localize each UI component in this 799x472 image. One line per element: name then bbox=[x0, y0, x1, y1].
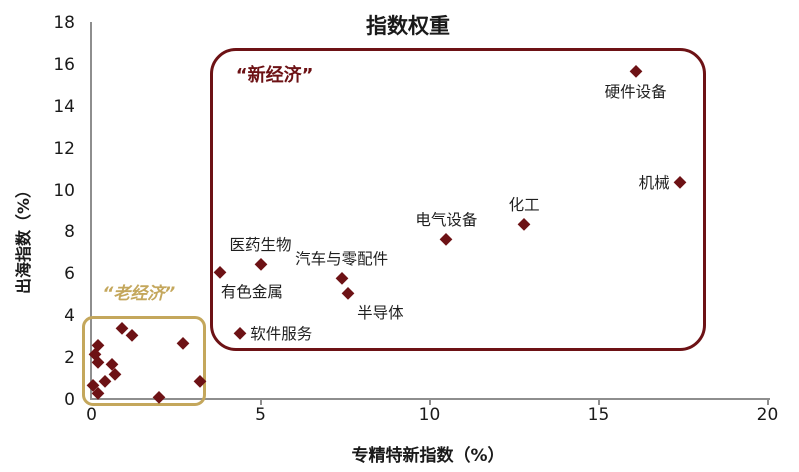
x-axis-line bbox=[91, 398, 770, 400]
y-tick-label: 0 bbox=[64, 389, 75, 410]
y-tick-label: 12 bbox=[53, 138, 75, 159]
x-tick-mark bbox=[766, 400, 769, 405]
new-economy-box bbox=[209, 48, 706, 352]
y-tick-label: 6 bbox=[64, 264, 75, 285]
point-label: 机械 bbox=[638, 174, 670, 193]
point-label: 医药生物 bbox=[229, 235, 292, 254]
old-economy-box bbox=[82, 315, 207, 407]
x-axis-title: 专精特新指数（%） bbox=[351, 446, 505, 466]
x-tick-label: 0 bbox=[86, 405, 97, 425]
x-tick-mark bbox=[428, 400, 431, 405]
y-tick-label: 10 bbox=[53, 180, 75, 201]
chart-title: 指数权重 bbox=[366, 14, 450, 38]
y-tick-label: 2 bbox=[64, 347, 75, 368]
x-tick-label: 15 bbox=[587, 405, 610, 425]
y-axis-line bbox=[90, 22, 92, 400]
x-tick-label: 10 bbox=[418, 405, 441, 425]
y-tick-label: 16 bbox=[53, 55, 75, 76]
point-label: 有色金属 bbox=[220, 283, 283, 301]
point-label: 汽车与零配件 bbox=[295, 250, 389, 269]
point-label: 电气设备 bbox=[415, 210, 478, 229]
x-tick-mark bbox=[597, 400, 600, 405]
y-tick-label: 4 bbox=[64, 305, 75, 326]
point-label: 硬件设备 bbox=[604, 83, 667, 102]
y-tick-label: 14 bbox=[53, 96, 75, 117]
old-economy-label: “老经济” bbox=[102, 283, 176, 304]
x-tick-label: 20 bbox=[756, 405, 779, 425]
new-economy-label: “新经济” bbox=[235, 65, 314, 87]
x-tick-label: 5 bbox=[255, 405, 266, 425]
y-tick-label: 18 bbox=[53, 13, 75, 34]
x-tick-mark bbox=[259, 400, 262, 405]
point-label: 化工 bbox=[508, 195, 540, 214]
y-tick-label: 8 bbox=[64, 222, 75, 243]
point-label: 软件服务 bbox=[250, 324, 313, 343]
point-label: 半导体 bbox=[357, 303, 404, 322]
